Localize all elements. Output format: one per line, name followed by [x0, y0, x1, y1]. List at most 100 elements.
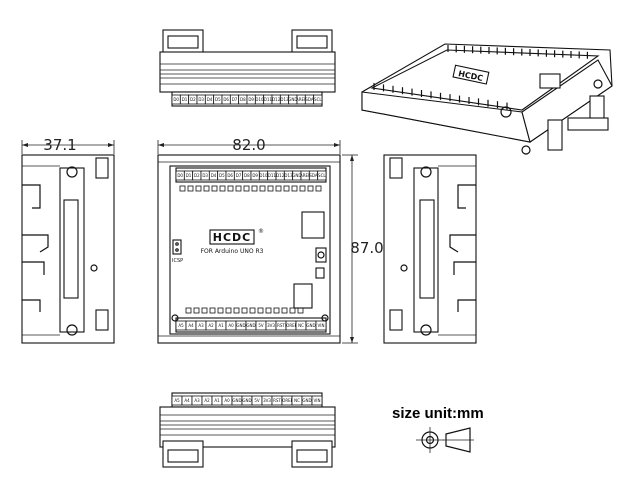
header-pin — [267, 185, 274, 192]
bottom-view-terminal-label: GND — [242, 398, 251, 403]
header-pin — [203, 185, 210, 192]
icsp-label: ICSP — [172, 258, 183, 264]
front-bottom-terminal-label: GND — [246, 323, 255, 328]
front-top-terminal-label: D9 — [252, 173, 258, 178]
bottom-view-terminal-label: A5 — [174, 398, 180, 403]
front-bottom-terminal-label: 3V3 — [267, 323, 275, 328]
header-pin — [265, 307, 272, 314]
front-top-terminal-label: D4 — [211, 173, 217, 178]
bottom-view-terminal-label: A2 — [204, 398, 210, 403]
board-brand: HCDC — [213, 231, 251, 244]
front-top-terminal-label: D13 — [284, 173, 293, 178]
top-view-terminal-label: D10 — [255, 97, 264, 102]
bottom-view-terminal-label: GND — [302, 398, 311, 403]
top-view-terminal-label: D4 — [207, 97, 213, 102]
front-bottom-terminal-label: RST — [277, 323, 285, 328]
top-view-terminal — [313, 94, 323, 105]
front-top-terminal-label: SDA — [309, 173, 318, 178]
front-top-terminal-label: D0 — [177, 173, 183, 178]
front-top-terminal-label: D3 — [202, 173, 208, 178]
front-bottom-terminal-label: GND — [236, 323, 245, 328]
front-bottom-terminal-label: VIN — [318, 323, 325, 328]
unit-legend: size unit:mm — [392, 405, 484, 453]
top-view-terminal-label: D5 — [215, 97, 221, 102]
top-view-terminal-label: AREF — [296, 97, 307, 102]
front-bottom-terminal-label: A2 — [208, 323, 214, 328]
bottom-view-terminal-label: GND — [232, 398, 241, 403]
header-pin — [315, 185, 322, 192]
width-dimension: 82.0 — [232, 136, 265, 154]
front-top-terminal-label: D10 — [259, 173, 268, 178]
header-pin — [217, 307, 224, 314]
header-pin — [289, 307, 296, 314]
front-bottom-terminal-label: A3 — [198, 323, 204, 328]
header-pin — [235, 185, 242, 192]
front-top-terminal-label: D2 — [194, 173, 200, 178]
top-view-terminal-label: D0 — [173, 97, 179, 102]
projection-symbol-icon — [416, 427, 474, 453]
front-bottom-terminal-label: NC — [298, 323, 304, 328]
header-pin — [283, 185, 290, 192]
bottom-view-terminal-label: A3 — [194, 398, 200, 403]
header-pin — [291, 185, 298, 192]
front-bottom-terminal-label: A5 — [178, 323, 184, 328]
header-pin — [219, 185, 226, 192]
front-top-terminal-label: D1 — [186, 173, 192, 178]
header-pin — [251, 185, 258, 192]
header-pin — [259, 185, 266, 192]
bottom-view-terminal-label: A0 — [224, 398, 230, 403]
header-pin — [281, 307, 288, 314]
top-view-terminal-label: GND — [288, 97, 297, 102]
left-side-view: 37.1 — [21, 136, 115, 344]
height-dimension: 87.0 — [350, 239, 383, 257]
header-pin — [257, 307, 264, 314]
header-pin — [225, 307, 232, 314]
front-top-terminal-label: D12 — [276, 173, 285, 178]
top-view-terminal-label: SDA — [305, 97, 314, 102]
top-view-terminal-label: D3 — [198, 97, 204, 102]
board-subtitle: FOR Arduino UNO R3 — [201, 248, 264, 255]
front-bottom-terminal-label: A4 — [188, 323, 194, 328]
header-pin — [193, 307, 200, 314]
top-view-terminal-label: D2 — [190, 97, 196, 102]
header-pin — [209, 307, 216, 314]
board-brand-mark: ® — [258, 228, 264, 235]
front-top-terminal — [317, 170, 327, 181]
top-view-terminal-label: D1 — [182, 97, 188, 102]
header-pin — [233, 307, 240, 314]
bottom-view-terminal-label: A4 — [184, 398, 190, 403]
header-pin — [249, 307, 256, 314]
top-view-terminal-label: D12 — [272, 97, 281, 102]
unit-label: size unit:mm — [392, 405, 484, 422]
header-pin — [211, 185, 218, 192]
header-pin — [241, 307, 248, 314]
front-pin-headers — [179, 185, 322, 314]
header-pin — [195, 185, 202, 192]
header-pin — [185, 307, 192, 314]
top-view-terminal-label: D6 — [223, 97, 229, 102]
header-pin — [201, 307, 208, 314]
header-pin — [297, 307, 304, 314]
bottom-view-terminal-label: VIN — [314, 398, 321, 403]
front-top-terminal-label: SCL — [318, 173, 326, 178]
header-pin — [227, 185, 234, 192]
front-top-terminal-label: D11 — [268, 173, 277, 178]
top-view-terminal-label: D7 — [232, 97, 238, 102]
bottom-view-terminal — [311, 395, 323, 406]
header-pin — [273, 307, 280, 314]
header-pin — [307, 185, 314, 192]
top-view-terminal-label: D9 — [248, 97, 254, 102]
front-bottom-terminal-label: A0 — [228, 323, 234, 328]
top-view-terminal-label: SCL — [314, 97, 322, 102]
front-top-terminal-label: D6 — [227, 173, 233, 178]
front-bottom-terminal-label: IOREF — [285, 323, 298, 328]
bottom-view-terminal-label: RST — [273, 398, 281, 403]
front-top-terminal-label: D5 — [219, 173, 225, 178]
